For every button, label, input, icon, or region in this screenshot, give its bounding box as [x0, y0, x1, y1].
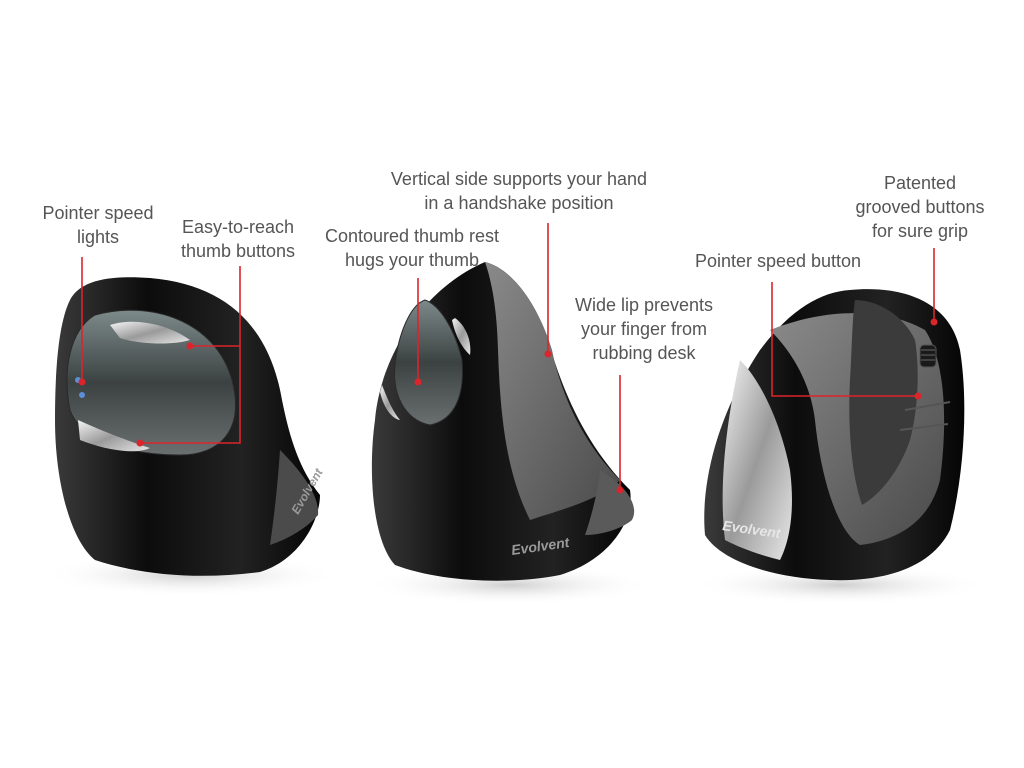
- callout-line-2: grooved buttons: [855, 197, 985, 217]
- callout-line-1: Pointer speed: [42, 203, 154, 223]
- callout-line-1: Pointer speed button: [694, 251, 862, 271]
- callout-line-2: hugs your thumb: [344, 250, 480, 270]
- callout-line-1: Patented: [883, 173, 957, 193]
- dot-thumb-rest: [414, 378, 422, 386]
- callout-line-2: in a handshake position: [424, 193, 614, 213]
- callout-thumb-rest: Contoured thumb rest hugs your thumb: [300, 224, 524, 272]
- dot-grooved-buttons: [930, 318, 938, 326]
- mouse-right: Evolvent: [704, 289, 965, 581]
- dot-vertical-side: [544, 350, 552, 358]
- mouse-left: Evolvent: [55, 277, 326, 576]
- callout-lines: [81, 223, 935, 490]
- callout-wide-lip: Wide lip prevents your finger from rubbi…: [552, 293, 736, 365]
- callout-vertical-side: Vertical side supports your hand in a ha…: [366, 167, 672, 215]
- dot-thumb-button-lower: [136, 439, 144, 447]
- callout-pointer-speed-button: Pointer speed button: [668, 249, 888, 273]
- callout-line-3: rubbing desk: [592, 343, 696, 363]
- callout-line-1: Vertical side supports your hand: [390, 169, 648, 189]
- dot-pointer-speed-lights: [78, 378, 86, 386]
- callout-dots: [78, 318, 938, 494]
- callout-line-2: thumb buttons: [180, 241, 296, 261]
- callout-line-1: Contoured thumb rest: [324, 226, 500, 246]
- callout-line-3: for sure grip: [871, 221, 969, 241]
- dot-thumb-button-upper: [186, 342, 194, 350]
- callout-line-1: Wide lip prevents: [574, 295, 714, 315]
- callout-line-2: lights: [76, 227, 120, 247]
- dot-pointer-speed-button: [914, 392, 922, 400]
- dot-wide-lip: [616, 486, 624, 494]
- callout-line-2: your finger from: [580, 319, 708, 339]
- leader-thumb-buttons-lower: [140, 266, 241, 444]
- callout-grooved-buttons: Patented grooved buttons for sure grip: [838, 171, 1002, 243]
- callout-thumb-buttons: Easy-to-reach thumb buttons: [168, 215, 308, 263]
- mouse-right-shadow: [690, 565, 990, 605]
- mouse-center: Evolvent: [371, 262, 635, 581]
- leader-pointer-speed-button: [771, 282, 918, 397]
- callout-pointer-speed-lights: Pointer speed lights: [28, 201, 168, 249]
- callout-line-1: Easy-to-reach: [181, 217, 295, 237]
